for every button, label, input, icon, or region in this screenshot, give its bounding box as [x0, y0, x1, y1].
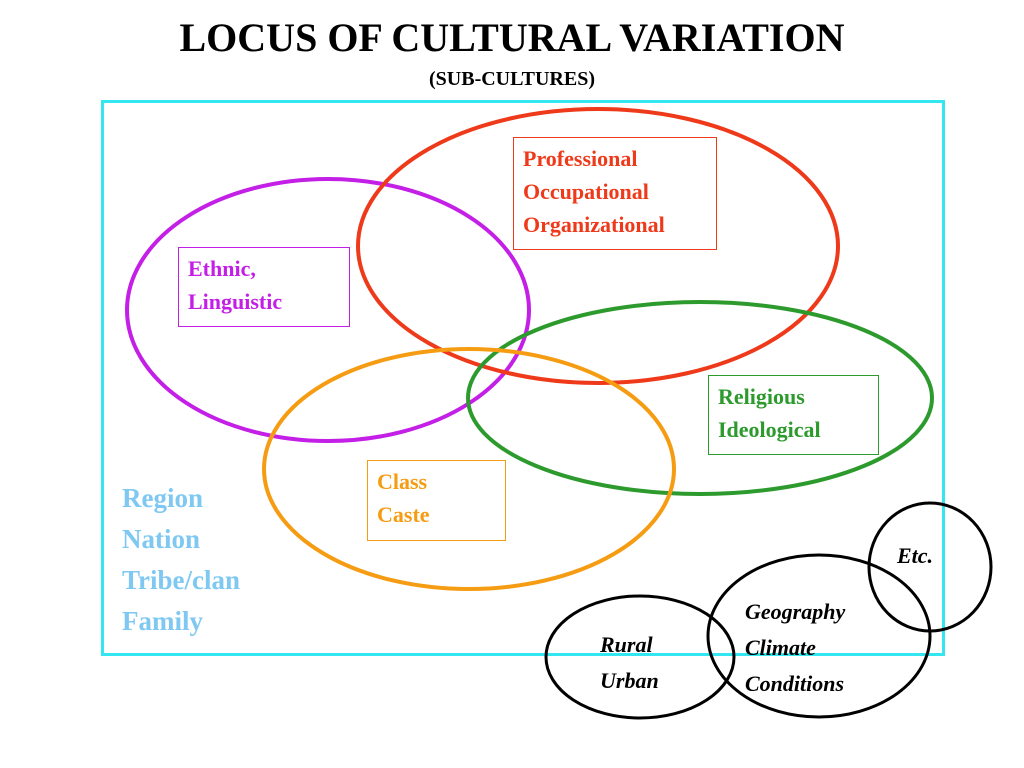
- religious-line: Religious: [718, 384, 805, 409]
- occupational-line: Occupational: [523, 179, 649, 204]
- ethnic-line: Ethnic,: [188, 256, 256, 281]
- ethnic-ellipse: [125, 177, 531, 443]
- tribe-clan-item: Tribe/clan: [122, 565, 240, 595]
- climate-line: Climate: [745, 635, 816, 660]
- geography-circle: [706, 553, 932, 719]
- class-ellipse: [262, 347, 676, 591]
- culture-frame: [101, 100, 945, 656]
- geography-text: Geography Climate Conditions: [745, 594, 845, 702]
- region-list: Region Nation Tribe/clan Family: [122, 478, 240, 642]
- linguistic-line: Linguistic: [188, 289, 283, 314]
- professional-line: Professional: [523, 146, 638, 171]
- professional-ellipse: [356, 107, 840, 385]
- religious-label: Religious Ideological: [708, 375, 879, 455]
- religious-ellipse: [466, 300, 934, 496]
- ideological-line: Ideological: [718, 417, 821, 442]
- etc-text: Etc.: [897, 543, 934, 568]
- geography-line: Geography: [745, 599, 846, 624]
- rural-line: Rural: [600, 632, 653, 657]
- ethnic-label: Ethnic, Linguistic: [178, 247, 350, 327]
- page-title: LOCUS OF CULTURAL VARIATION: [179, 15, 845, 60]
- nation-item: Nation: [122, 524, 201, 554]
- region-item: Region: [122, 483, 203, 513]
- class-label: Class Caste: [367, 460, 506, 541]
- professional-label: Professional Occupational Organizational: [513, 137, 717, 250]
- family-item: Family: [122, 606, 203, 636]
- rural-urban-circle: [544, 594, 736, 720]
- urban-line: Urban: [600, 668, 659, 693]
- caste-line: Caste: [377, 502, 430, 527]
- page-subtitle: (SUB-CULTURES): [429, 68, 595, 90]
- conditions-line: Conditions: [745, 671, 845, 696]
- class-line: Class: [377, 469, 428, 494]
- organizational-line: Organizational: [523, 212, 665, 237]
- rural-urban-text: Rural Urban: [600, 627, 659, 699]
- etc-circle: [867, 501, 993, 633]
